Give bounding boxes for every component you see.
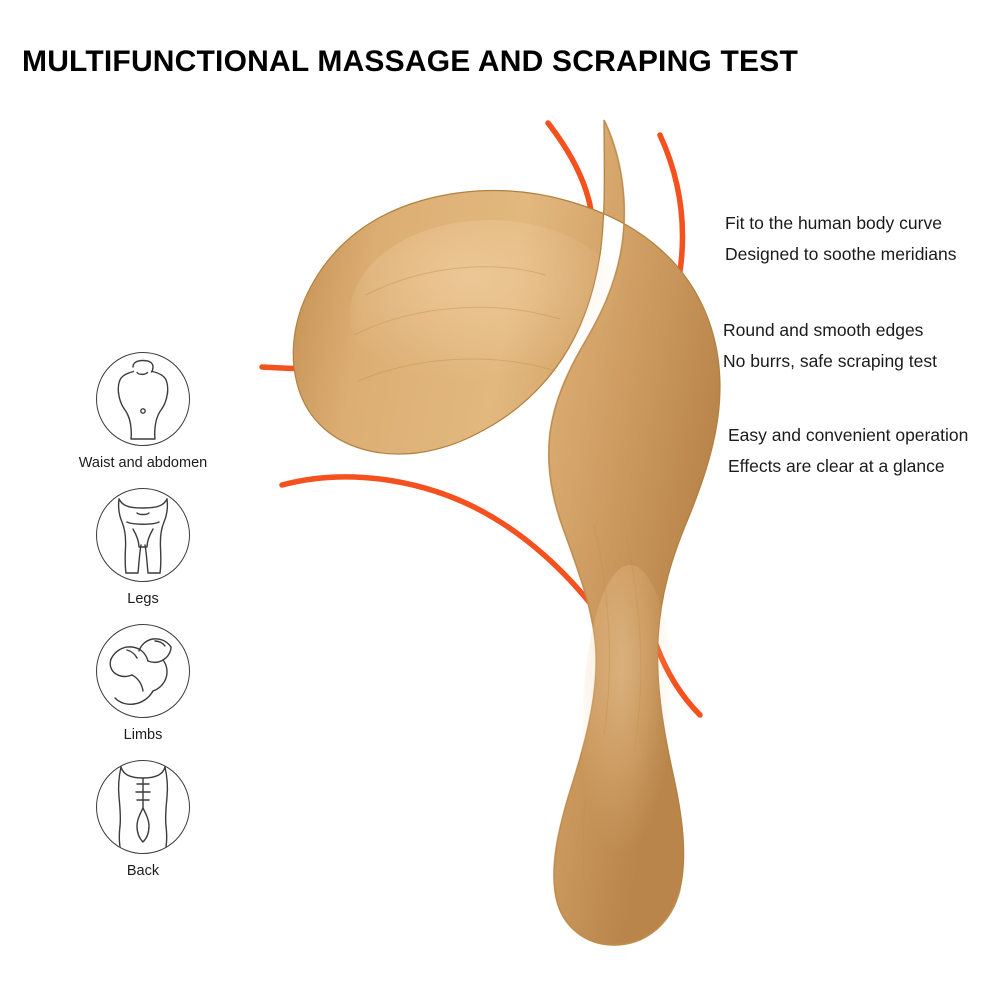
feature-line: Designed to soothe meridians [725, 244, 957, 264]
feature-line: Easy and convenient operation [728, 425, 969, 445]
feature-line: No burrs, safe scraping test [723, 351, 937, 371]
list-item[interactable]: Back [58, 760, 228, 879]
scraper-body [292, 119, 721, 947]
list-item-label: Back [126, 863, 160, 879]
list-item-label: Limbs [123, 727, 163, 743]
list-item[interactable]: Limbs [58, 624, 228, 743]
list-item-label: Legs [127, 591, 159, 607]
feature-callout-easy-operation: Easy and convenient operation Effects ar… [728, 420, 968, 482]
body-area-list: Waist and abdomen Legs [58, 352, 228, 896]
hips-legs-icon [96, 488, 190, 582]
torso-waist-abdomen-icon [96, 352, 190, 446]
feature-callout-round-smooth-edges: Round and smooth edges No burrs, safe sc… [723, 315, 937, 377]
list-item-label: Waist and abdomen [78, 455, 208, 471]
feature-callout-fit-human-body-curve: Fit to the human body curve Designed to … [725, 208, 957, 270]
feature-line: Effects are clear at a glance [728, 456, 945, 476]
flexed-arm-limbs-icon [96, 624, 190, 718]
wooden-gua-sha-massage-scraper-graphic [259, 119, 721, 947]
page-title: MULTIFUNCTIONAL MASSAGE AND SCRAPING TES… [22, 45, 798, 78]
list-item[interactable]: Waist and abdomen [58, 352, 228, 471]
back-spine-icon [96, 760, 190, 854]
list-item[interactable]: Legs [58, 488, 228, 607]
feature-line: Round and smooth edges [723, 320, 924, 340]
feature-line: Fit to the human body curve [725, 213, 942, 233]
product-illustration [190, 95, 830, 975]
